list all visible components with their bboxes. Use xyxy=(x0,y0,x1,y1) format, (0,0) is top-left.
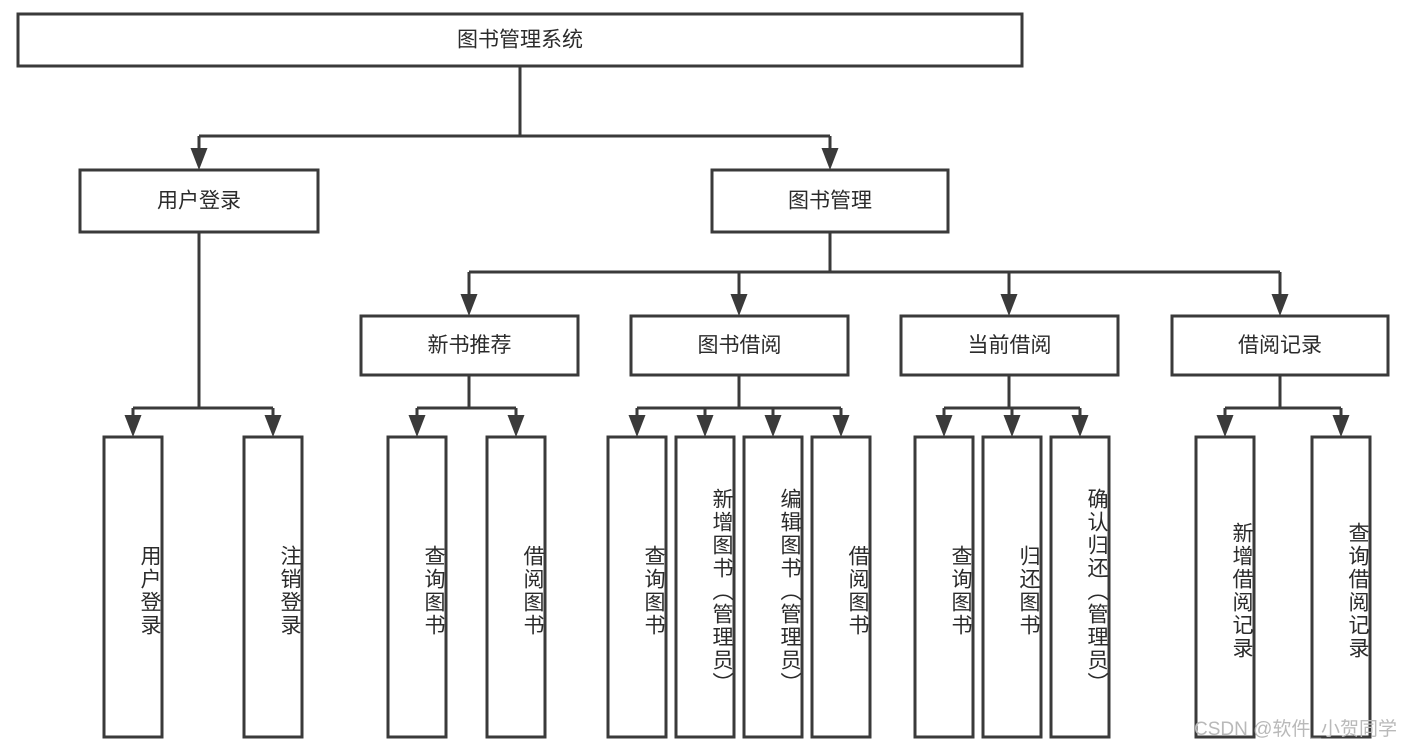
leaf-node-1 xyxy=(242,435,304,739)
level3-node-label: 当前借阅 xyxy=(968,334,1052,357)
level2-node-0 xyxy=(78,168,320,234)
level3-node-1 xyxy=(629,314,850,377)
用户登录-arrow-1-head xyxy=(124,415,142,437)
借阅记录-arrow-1-head xyxy=(1216,415,1234,437)
leaf-node-4 xyxy=(606,435,668,739)
leaf-node-0 xyxy=(102,435,164,739)
图书借阅-arrow-1-head xyxy=(628,415,646,437)
level2-node-rect xyxy=(710,168,950,234)
box-layer xyxy=(16,12,1390,739)
level2-node-label: 图书管理 xyxy=(788,190,872,213)
leaf-node-12 xyxy=(1310,435,1372,739)
leaf-node-8 xyxy=(913,435,975,739)
图书借阅-arrow-3-head xyxy=(764,415,782,437)
level3-node-label: 图书借阅 xyxy=(698,334,782,357)
root-node-label: 图书管理系统 xyxy=(457,29,583,52)
图书管理-arrow-3-head xyxy=(1000,294,1018,316)
新书推荐-arrow-2-head xyxy=(507,415,525,437)
leaf-node-11 xyxy=(1194,435,1256,739)
level3-node-rect xyxy=(629,314,850,377)
leaf-node-10 xyxy=(1049,435,1111,739)
图书管理-arrow-1-head xyxy=(460,294,478,316)
leaf-node-3 xyxy=(485,435,547,739)
leaf-node-5 xyxy=(674,435,736,739)
level3-node-label: 新书推荐 xyxy=(428,334,512,357)
level3-node-rect xyxy=(359,314,580,377)
level2-node-1 xyxy=(710,168,950,234)
leaf-node-6 xyxy=(742,435,804,739)
level3-node-3 xyxy=(1170,314,1390,377)
level3-node-0 xyxy=(359,314,580,377)
图书借阅-arrow-2-head xyxy=(696,415,714,437)
level3-node-2 xyxy=(899,314,1120,377)
bus-to-用户登录-head xyxy=(190,148,208,170)
level3-node-rect xyxy=(1170,314,1390,377)
root-node-rect xyxy=(16,12,1024,68)
csdn-watermark: CSDN @软件_小贺同学 xyxy=(1194,719,1397,740)
leaf-node-2 xyxy=(386,435,448,739)
connector-layer xyxy=(124,66,1350,437)
level2-node-rect xyxy=(78,168,320,234)
当前借阅-arrow-1-head xyxy=(935,415,953,437)
当前借阅-arrow-2-head xyxy=(1003,415,1021,437)
借阅记录-arrow-2-head xyxy=(1332,415,1350,437)
leaf-node-9 xyxy=(981,435,1043,739)
新书推荐-arrow-1-head xyxy=(408,415,426,437)
level2-node-label: 用户登录 xyxy=(157,190,241,213)
图书管理-arrow-4-head xyxy=(1271,294,1289,316)
当前借阅-arrow-3-head xyxy=(1071,415,1089,437)
图书借阅-arrow-4-head xyxy=(832,415,850,437)
level3-node-label: 借阅记录 xyxy=(1238,334,1322,357)
bus-to-图书管理-head xyxy=(821,148,839,170)
level3-node-rect xyxy=(899,314,1120,377)
root-node xyxy=(16,12,1024,68)
leaf-node-7 xyxy=(810,435,872,739)
用户登录-arrow-2-head xyxy=(264,415,282,437)
图书管理-arrow-2-head xyxy=(730,294,748,316)
